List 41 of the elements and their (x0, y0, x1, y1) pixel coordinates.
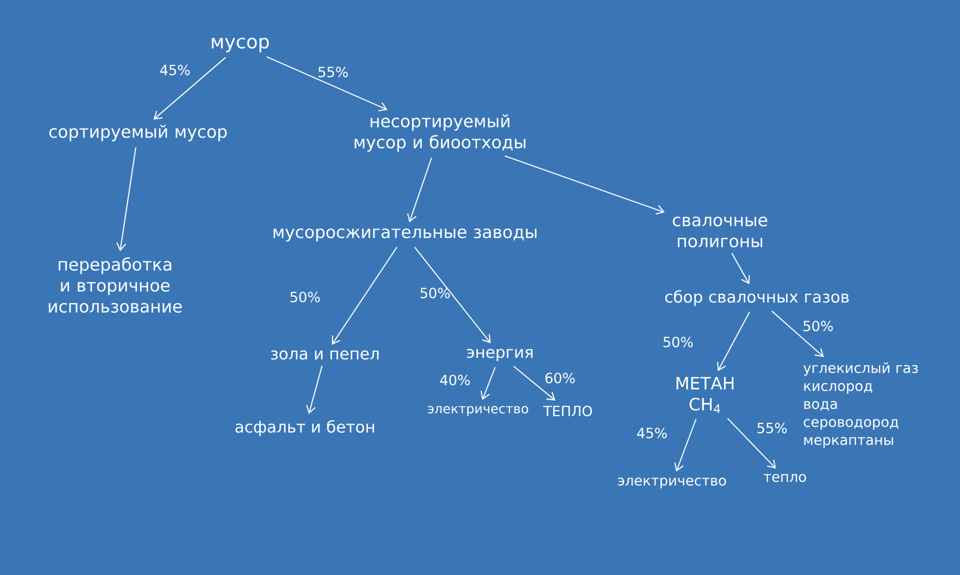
edge-label: 55% (758, 422, 787, 434)
arrow (674, 418, 696, 472)
arrow (727, 418, 776, 469)
node-text: ТЕПЛО (543, 406, 592, 416)
node-text: переработка и вторичное использование (48, 257, 182, 313)
list-text: углекислый газ кислород вода сероводород меркаптаны (803, 362, 918, 448)
arrow (731, 252, 750, 284)
node-text: мусоросжигательные заводы (274, 228, 536, 242)
edge-label: 45% (637, 428, 667, 438)
node-text: сбор свалочных газов (665, 290, 849, 306)
edge-label: 50% (804, 320, 833, 332)
node-text: сортируемый мусор (49, 124, 227, 142)
arrow (771, 310, 824, 358)
arrow (116, 147, 136, 252)
edge-label: 60% (545, 372, 575, 384)
arrow (480, 366, 496, 400)
edge-label: 40% (440, 374, 470, 386)
node-text: асфальт и бетон (236, 420, 374, 436)
arrow (154, 57, 226, 120)
node-text: МЕТАН CH$_{4}$ (676, 376, 734, 414)
arrow (513, 366, 556, 401)
node-text: электричество (428, 406, 528, 416)
node-text: энергия (467, 348, 532, 362)
arrow (332, 246, 398, 345)
arrow (407, 158, 432, 222)
edge-label: 50% (290, 292, 320, 302)
node-text: несортируемый мусор и биоотходы (354, 114, 526, 152)
edge-label: 50% (664, 336, 693, 348)
node-text: зола и пепел (271, 350, 379, 360)
node-text: электричество (618, 478, 726, 488)
arrow (414, 246, 491, 344)
arrow (504, 155, 665, 215)
arrow (266, 56, 388, 112)
node-text: свалочные полигоны (672, 216, 768, 248)
arrow (717, 311, 750, 372)
arrow (306, 366, 323, 414)
node-text: мусор (212, 38, 269, 52)
edge-label: 45% (160, 64, 190, 76)
node-text: тепло (764, 474, 806, 482)
edge-label: 50% (420, 288, 450, 298)
edge-label: 55% (318, 66, 348, 78)
